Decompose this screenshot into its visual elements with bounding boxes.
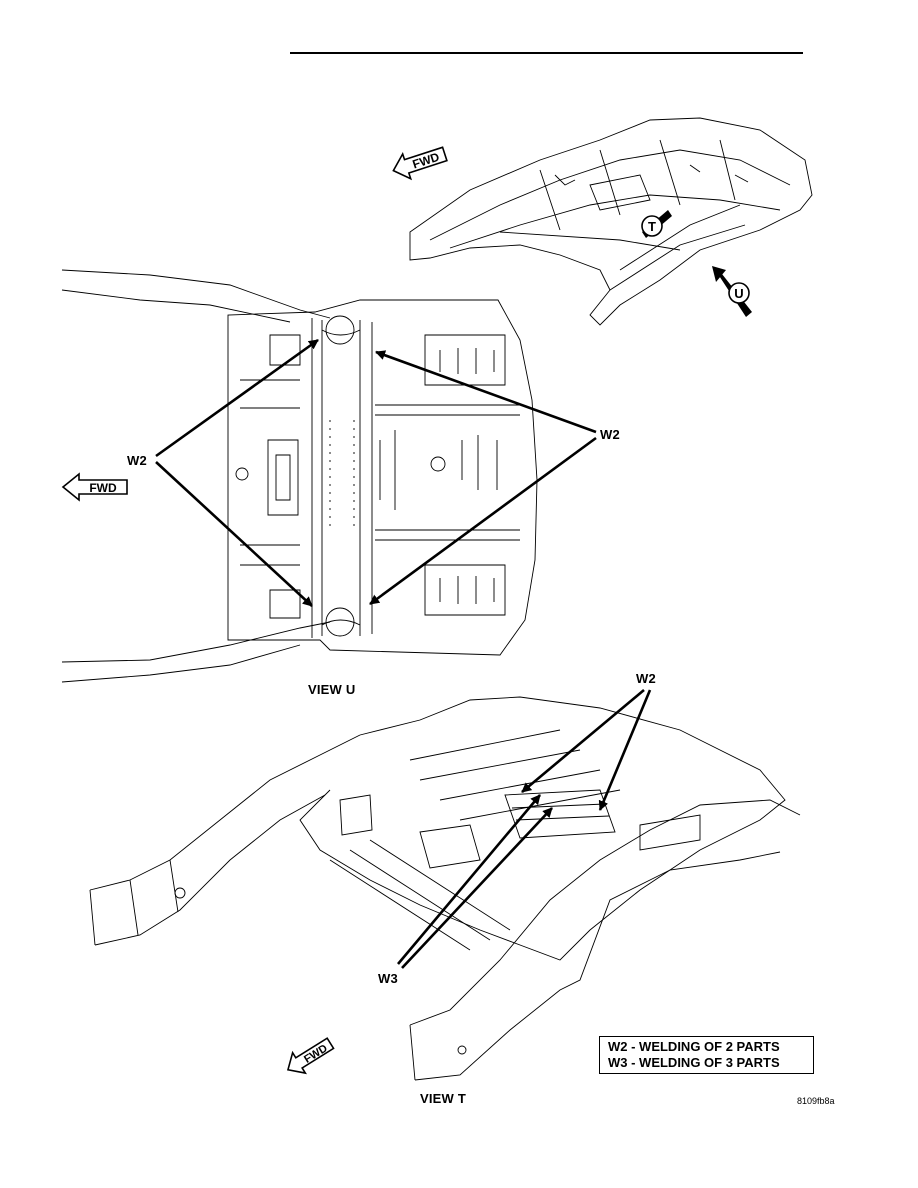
w2-label-left: W2 [127,453,147,468]
w2-callout-lines-view-u [155,338,597,607]
w2-label-right: W2 [600,427,620,442]
view-u-marker-icon: U [712,266,752,317]
figure-code: 8109fb8a [797,1096,835,1106]
fwd-label-view-u: FWD [89,481,117,495]
view-t-floorpan-drawing [89,696,801,1081]
legend-line-w3: W3 - WELDING OF 3 PARTS [608,1055,780,1070]
fwd-arrow-icon: FWD [392,146,448,181]
overview-floorpan-drawing [409,117,813,326]
fwd-arrow-icon: FWD [61,472,128,502]
w2-label-view-t: W2 [636,671,656,686]
w3-label-view-t: W3 [378,971,398,986]
view-u-floorpan-drawing [61,269,538,683]
header-rule [290,52,803,54]
view-t-marker-icon: T [641,210,672,238]
view-u-caption: VIEW U [308,682,356,697]
legend-line-w2: W2 - WELDING OF 2 PARTS [608,1039,780,1054]
w3-callout-lines-view-t [397,794,553,969]
view-t-marker-label: T [648,219,656,234]
fwd-arrow-icon: FWD [286,1037,335,1075]
welding-legend: W2 - WELDING OF 2 PARTS W3 - WELDING OF … [599,1036,814,1074]
w2-callout-lines-view-t [521,689,652,811]
view-u-marker-label: U [734,286,743,301]
view-t-caption: VIEW T [420,1091,466,1106]
